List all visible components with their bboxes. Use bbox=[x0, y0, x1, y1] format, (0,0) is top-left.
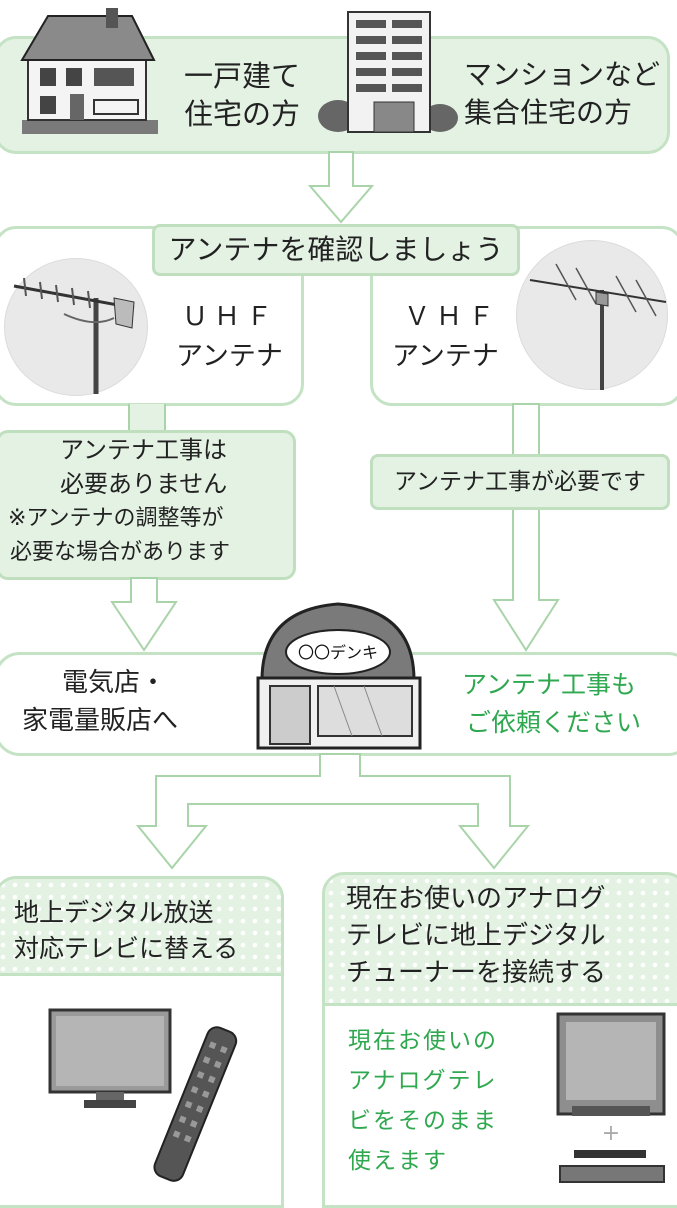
apartment-label-line2: 集合住宅の方 bbox=[464, 96, 633, 129]
tuner-note-line3: ビをそのまま bbox=[348, 1108, 498, 1134]
tuner-card-header bbox=[322, 872, 677, 1006]
store-request-line2: ご依頼ください bbox=[466, 708, 642, 737]
down-arrow-icon bbox=[307, 151, 375, 224]
uhf-result-line2: 必要ありません bbox=[60, 470, 228, 498]
tuner-title-line1: 現在お使いのアナログ bbox=[346, 884, 606, 914]
tuner-note-line4: 使えます bbox=[348, 1148, 448, 1174]
vhf-antenna-icon bbox=[529, 263, 667, 390]
uhf-antenna-icon bbox=[13, 277, 135, 394]
apartment-building-illustration bbox=[318, 11, 458, 133]
uhf-label-line1: ＵＨＦ bbox=[182, 302, 279, 332]
vhf-down-arrow-icon bbox=[492, 403, 560, 652]
digital-tv-illustration bbox=[48, 1008, 238, 1182]
detached-house-illustration bbox=[20, 8, 158, 134]
tuner-title-line3: チューナーを接続する bbox=[346, 958, 607, 988]
uhf-antenna-photo bbox=[4, 258, 148, 396]
split-arrow-icon bbox=[135, 753, 531, 870]
new-tv-title-line1: 地上デジタル放送 bbox=[14, 898, 214, 927]
uhf-label-line2: アンテナ bbox=[176, 341, 283, 372]
new-tv-title-line2: 対応テレビに替える bbox=[14, 934, 239, 963]
svg-text:+: + bbox=[602, 1121, 620, 1146]
new-tv-card-header bbox=[0, 876, 284, 976]
store-label-line1: 電気店・ bbox=[62, 668, 167, 698]
tuner-note-line2: アナログテレ bbox=[348, 1068, 498, 1094]
uhf-down-arrow-icon bbox=[110, 577, 178, 652]
vhf-antenna-photo bbox=[516, 240, 668, 390]
store-label-line2: 家電量販店へ bbox=[22, 706, 179, 736]
vhf-result-box: アンテナ工事が必要です bbox=[370, 454, 670, 510]
uhf-result-line1: アンテナ工事は bbox=[60, 436, 228, 464]
apartment-label-line1: マンションなど bbox=[464, 58, 661, 91]
tuner-note-line1: 現在お使いの bbox=[348, 1028, 498, 1054]
uhf-result-line4: 必要な場合があります bbox=[10, 540, 231, 565]
uhf-connector bbox=[128, 404, 166, 434]
vhf-label-line1: ＶＨＦ bbox=[404, 302, 501, 332]
analog-tv-with-tuner-illustration: + bbox=[556, 1012, 666, 1183]
vhf-label-line2: アンテナ bbox=[392, 341, 499, 372]
store-request-line1: アンテナ工事も bbox=[462, 670, 637, 699]
electronics-store-illustration: 〇〇デンキ bbox=[256, 602, 422, 750]
store-sign-text: 〇〇デンキ bbox=[298, 643, 378, 662]
detached-label-line1: 一戸建て bbox=[184, 59, 301, 93]
tuner-title-line2: テレビに地上デジタル bbox=[346, 921, 606, 951]
uhf-result-line3: ※アンテナの調整等が bbox=[8, 506, 224, 531]
antenna-check-title: アンテナを確認しましょう bbox=[152, 224, 520, 276]
detached-label-line2: 住宅の方 bbox=[184, 97, 301, 131]
